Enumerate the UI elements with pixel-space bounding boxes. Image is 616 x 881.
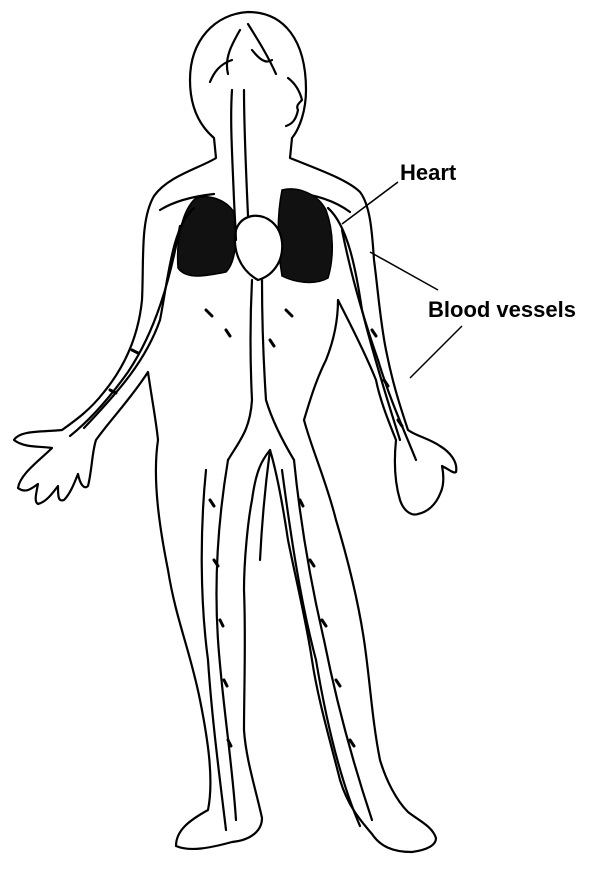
- right-leg-vessel: [294, 460, 372, 820]
- vessels-leader-line-lower: [410, 326, 462, 378]
- descending-vessel: [228, 280, 252, 460]
- body-outline: [14, 12, 456, 852]
- leg-divide: [260, 450, 270, 560]
- vessels-leader-line-upper: [370, 252, 438, 290]
- vessel-texture: [110, 310, 402, 746]
- vena-cava-vessel: [244, 90, 248, 216]
- face-outline: [286, 78, 302, 126]
- descending-vessel-2: [262, 280, 294, 460]
- head-vessel: [210, 24, 276, 82]
- heart-organ: [235, 216, 282, 280]
- left-leg-vessel-2: [202, 470, 226, 830]
- right-arm-vessel: [328, 208, 400, 440]
- right-lung: [278, 189, 332, 282]
- blood-vessels-label: Blood vessels: [428, 297, 576, 323]
- left-lung: [178, 197, 236, 276]
- right-leg-vessel-2: [282, 470, 360, 826]
- heart-label: Heart: [400, 160, 456, 186]
